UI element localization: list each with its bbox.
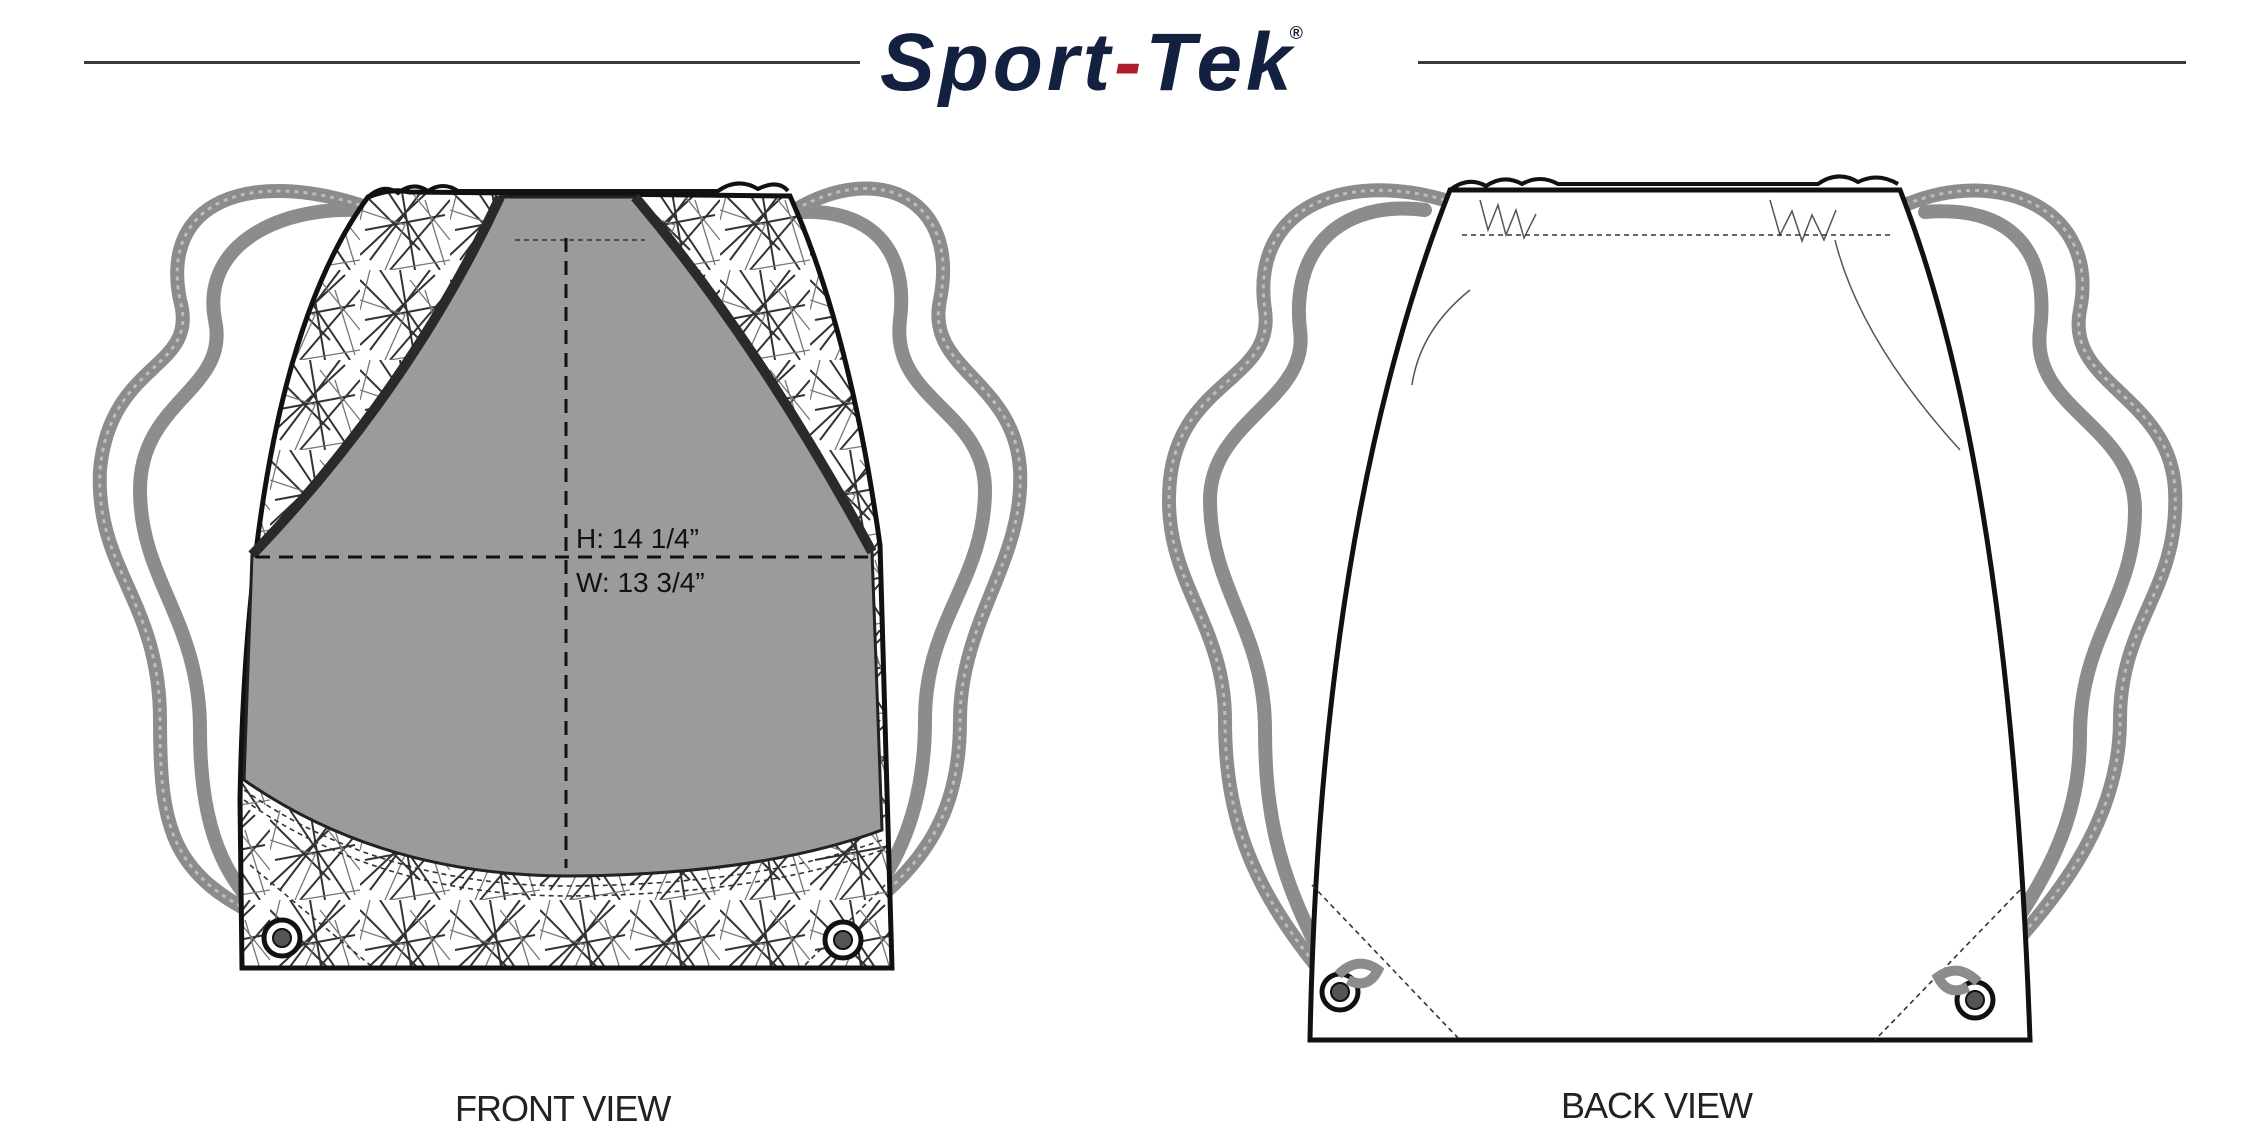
- front-grommet-right: [822, 919, 864, 961]
- back-grommet-left: [1319, 958, 1385, 1013]
- back-grommet-right: [1931, 965, 1996, 1021]
- back-view-label: BACK VIEW: [1561, 1085, 1753, 1126]
- front-view-bag: H: 14 1/4” W: 13 3/4”: [92, 181, 1028, 971]
- header-rule-left: [84, 61, 860, 64]
- back-view-bag: [1161, 174, 2183, 1043]
- front-view-label: FRONT VIEW: [455, 1088, 671, 1129]
- front-grommet-left: [261, 917, 303, 959]
- sport-tek-logo: Sport-Tek®: [880, 17, 1307, 108]
- header-rule-right: [1418, 61, 2186, 64]
- front-height-dimension: H: 14 1/4”: [576, 523, 699, 554]
- back-bag-body: [1307, 187, 2033, 1043]
- front-width-dimension: W: 13 3/4”: [576, 567, 705, 598]
